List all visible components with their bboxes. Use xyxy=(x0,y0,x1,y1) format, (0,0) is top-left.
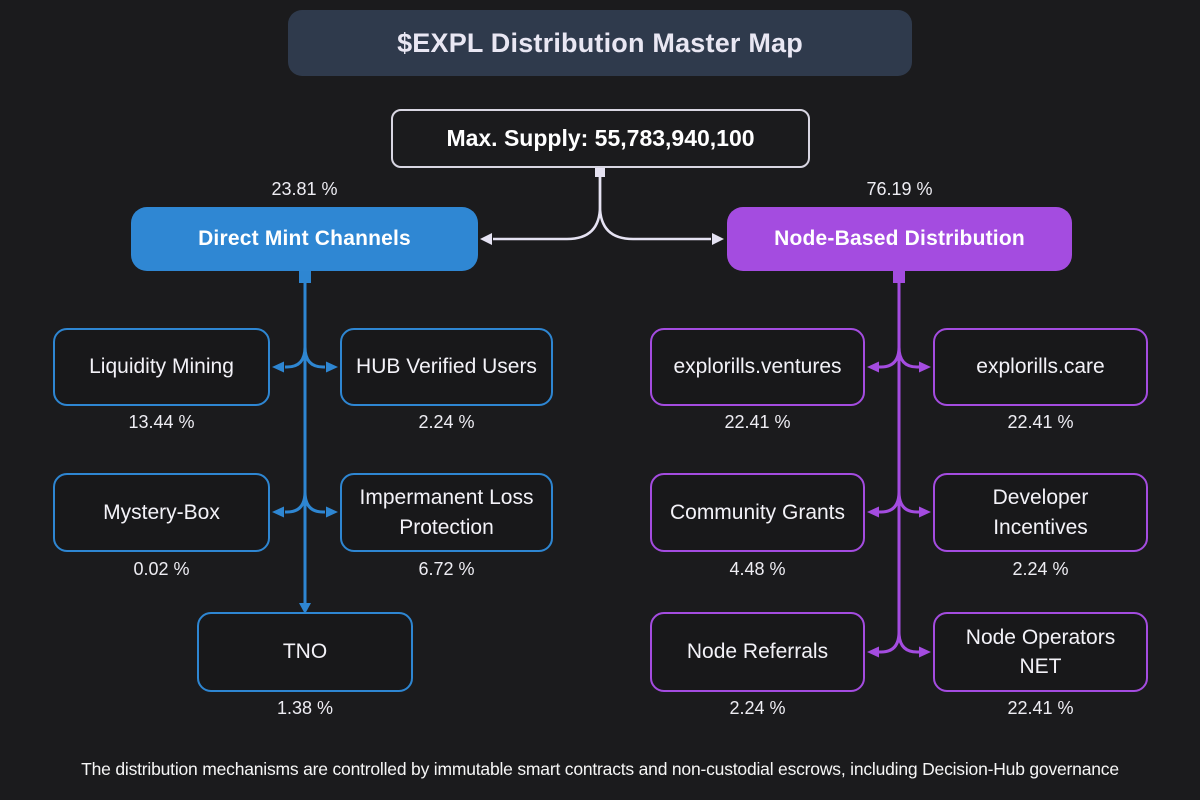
arrowhead xyxy=(919,361,931,373)
page-title: $EXPL Distribution Master Map xyxy=(288,10,912,76)
arrowhead-right xyxy=(712,233,724,245)
root-stub xyxy=(595,167,605,177)
arrowhead xyxy=(272,506,284,518)
purple-connectors xyxy=(867,271,931,658)
node-node-operators-net: Node Operators NET xyxy=(933,612,1148,692)
purple-row2-right xyxy=(897,491,919,514)
blue-stub xyxy=(299,271,311,283)
arrowhead xyxy=(919,646,931,658)
node-explorills-care-percent: 22.41 % xyxy=(1007,412,1074,432)
purple-stub xyxy=(893,271,905,283)
blue-row1-left xyxy=(285,346,307,369)
purple-row1-right xyxy=(897,346,919,369)
arrowhead-left xyxy=(480,233,492,245)
node-node-referrals-percent: 2.24 % xyxy=(729,698,786,718)
node-developer-incentives-percent: 2.24 % xyxy=(1012,559,1069,579)
node-node-operators-net-percent: 22.41 % xyxy=(1007,698,1074,718)
node-hub-verified-users-percent: 2.24 % xyxy=(418,412,475,432)
arrowhead xyxy=(326,506,338,518)
blue-row1-right xyxy=(303,346,325,369)
node-mystery-box: Mystery-Box xyxy=(53,473,270,552)
node-explorills-ventures-percent: 22.41 % xyxy=(724,412,791,432)
node-liquidity-mining: Liquidity Mining xyxy=(53,328,270,406)
arrowhead xyxy=(919,506,931,518)
node-impermanent-loss-protection: Impermanent Loss Protection xyxy=(340,473,553,552)
node-based-distribution-header: Node-Based Distribution xyxy=(727,207,1072,271)
purple-row3-right xyxy=(897,631,919,654)
node-node-referrals: Node Referrals xyxy=(650,612,865,692)
purple-row3-left xyxy=(879,631,901,654)
node-developer-incentives: Developer Incentives xyxy=(933,473,1148,552)
node-explorills-care: explorills.care xyxy=(933,328,1148,406)
arrowhead xyxy=(272,361,284,373)
purple-row1-left xyxy=(879,346,901,369)
arrowhead xyxy=(326,361,338,373)
purple-row2-left xyxy=(879,491,901,514)
direct-mint-percent: 23.81 % xyxy=(271,179,338,199)
arrowhead xyxy=(867,646,879,658)
direct-mint-channels-header: Direct Mint Channels xyxy=(131,207,478,271)
arrowhead xyxy=(867,506,879,518)
footnote: The distribution mechanisms are controll… xyxy=(81,759,1119,779)
node-community-grants-percent: 4.48 % xyxy=(729,559,786,579)
node-impermanent-loss-protection-percent: 6.72 % xyxy=(418,559,475,579)
root-connectors xyxy=(480,167,724,245)
blue-connectors xyxy=(272,271,338,614)
node-tno-percent: 1.38 % xyxy=(276,698,334,718)
root-branch-right-line xyxy=(598,177,711,241)
node-liquidity-mining-percent: 13.44 % xyxy=(128,412,195,432)
root-branch-left-line xyxy=(493,177,602,241)
blue-row2-left xyxy=(285,491,307,514)
node-mystery-box-percent: 0.02 % xyxy=(133,559,190,579)
arrowhead xyxy=(867,361,879,373)
node-hub-verified-users: HUB Verified Users xyxy=(340,328,553,406)
max-supply-box: Max. Supply: 55,783,940,100 xyxy=(391,109,810,168)
node-community-grants: Community Grants xyxy=(650,473,865,552)
node-explorills-ventures: explorills.ventures xyxy=(650,328,865,406)
node-tno: TNO xyxy=(197,612,413,692)
blue-row2-right xyxy=(303,491,325,514)
node-based-percent: 76.19 % xyxy=(866,179,933,199)
